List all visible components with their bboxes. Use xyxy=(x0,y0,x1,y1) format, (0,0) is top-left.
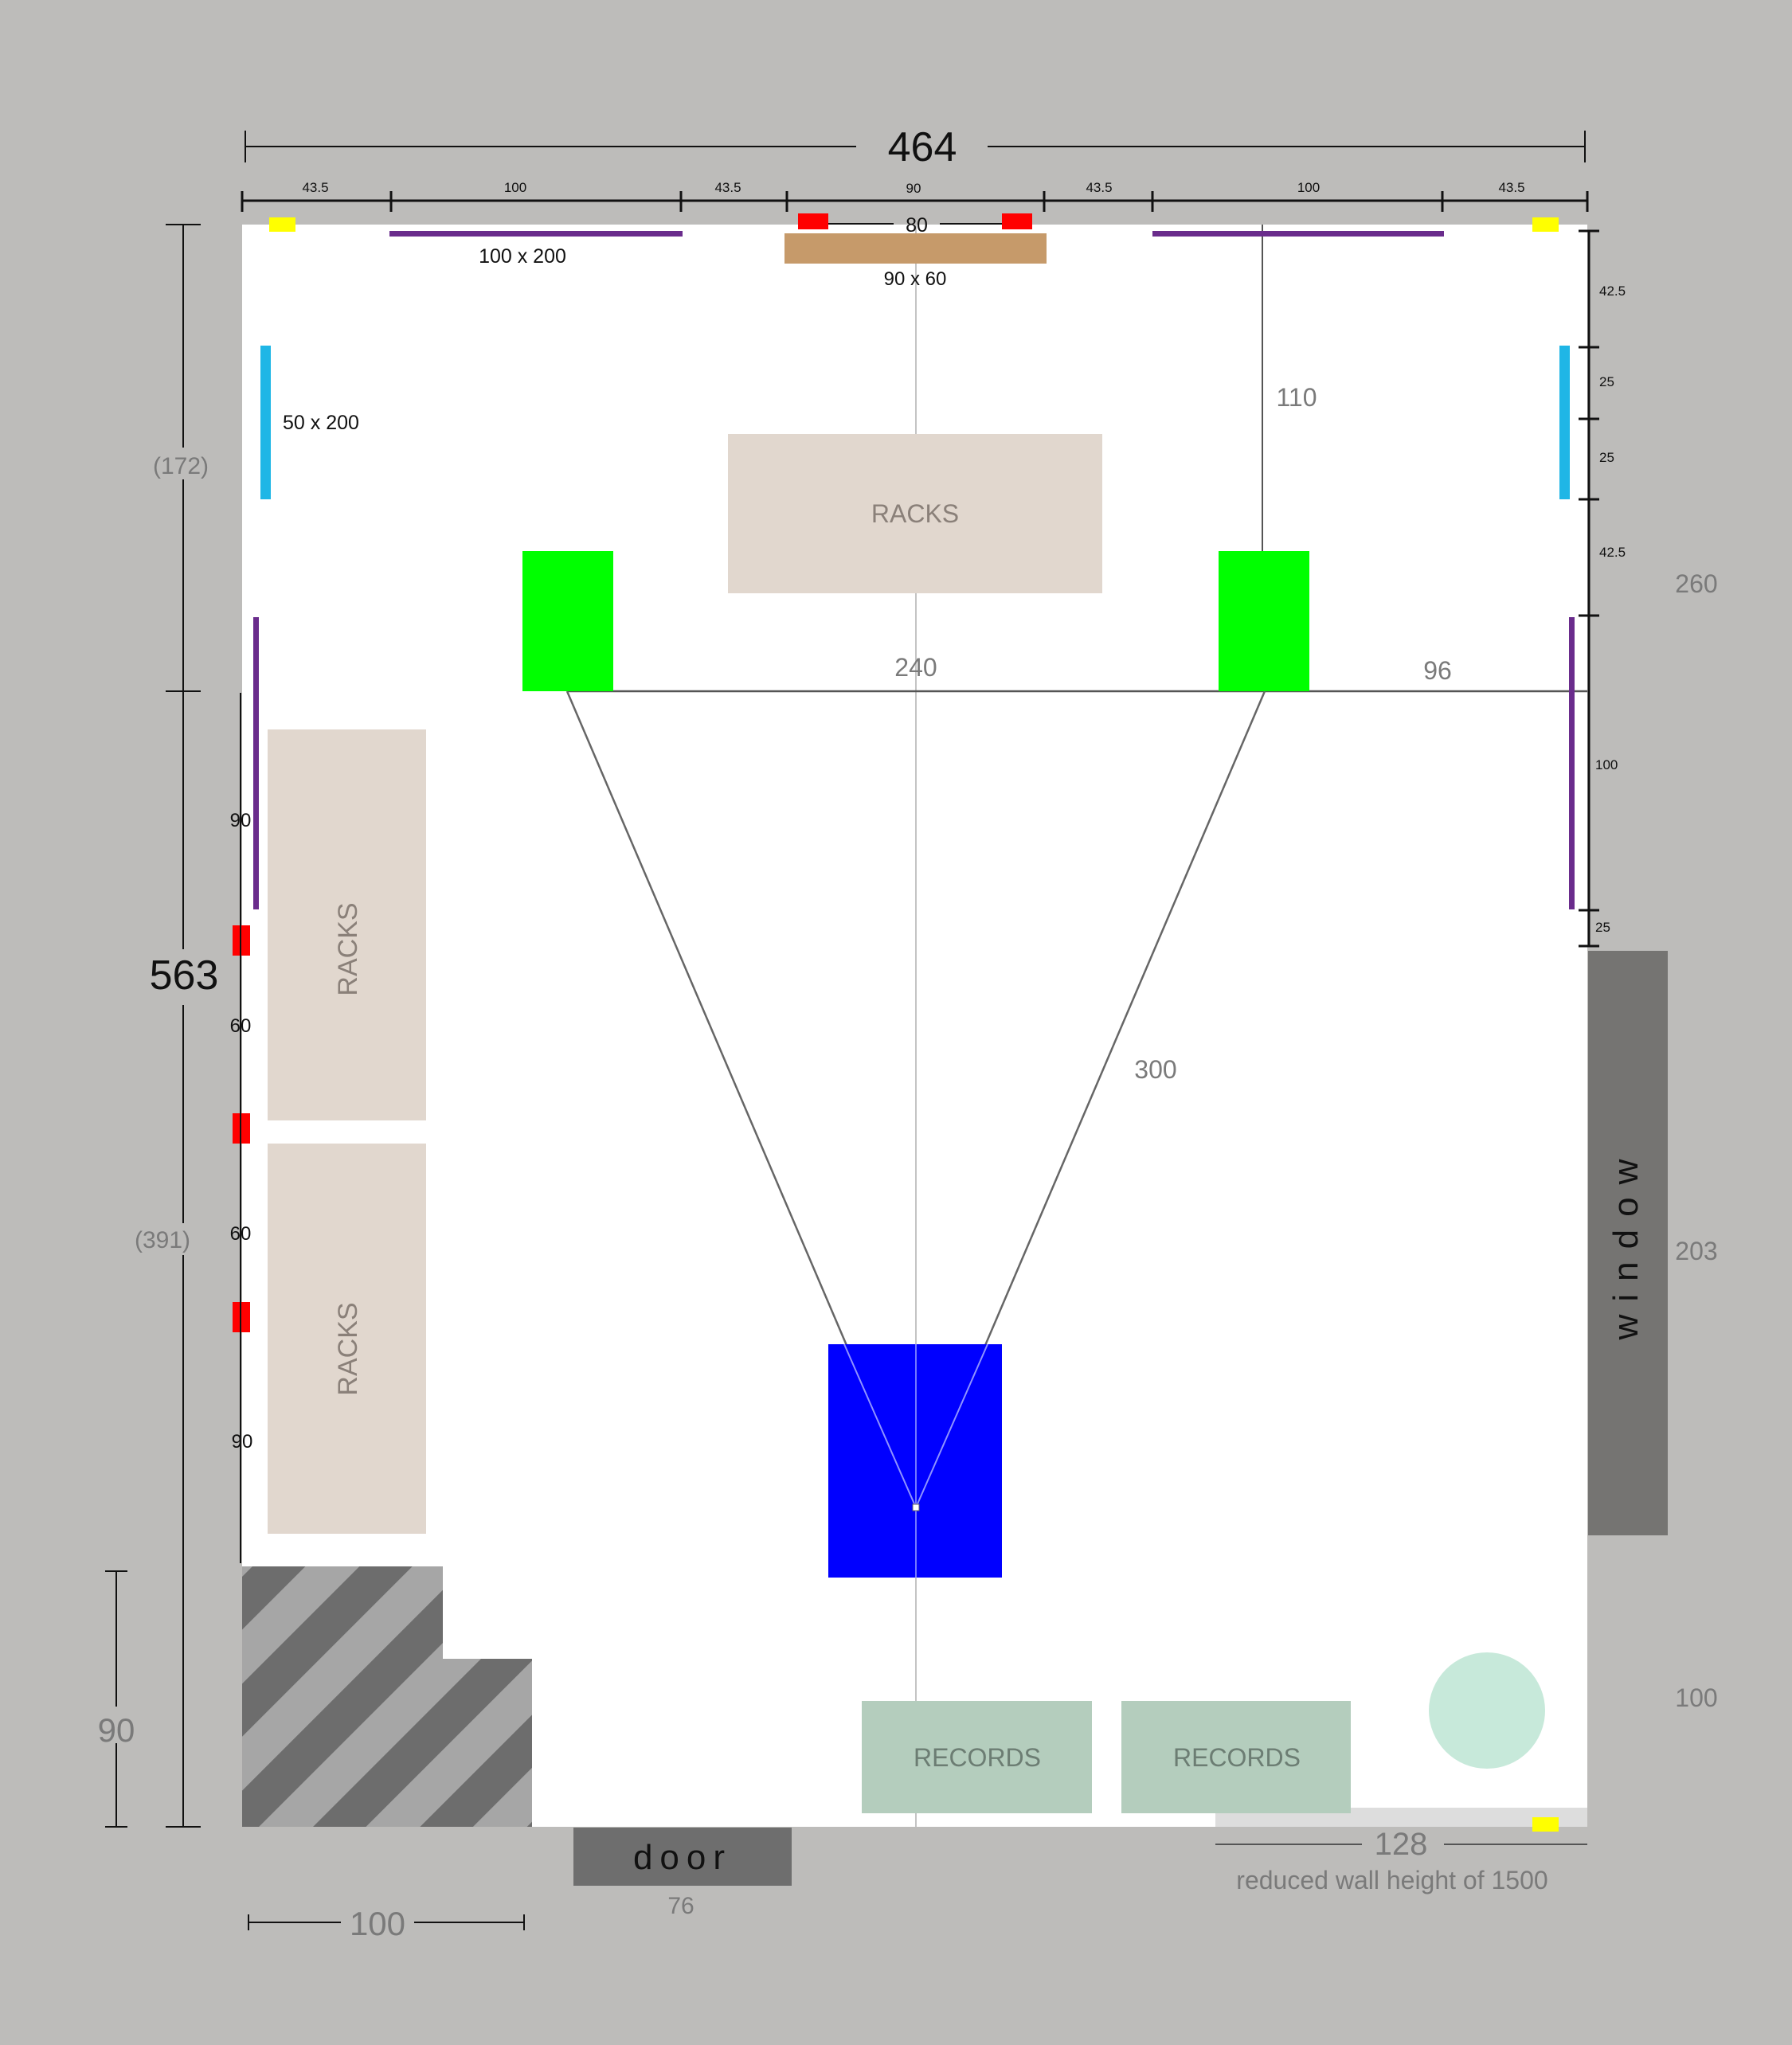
left-upper-label-bg xyxy=(143,448,223,479)
plant xyxy=(1429,1652,1545,1769)
desk xyxy=(784,233,1047,264)
rack-left-2 xyxy=(268,1144,426,1534)
door xyxy=(573,1828,792,1886)
outlet-spacing-label: 80 xyxy=(906,214,928,237)
outlet-top-left xyxy=(798,213,828,229)
stair-width-label: 100 xyxy=(350,1905,405,1942)
records-1-label: RECORDS xyxy=(914,1743,1041,1772)
seat-triangle-right xyxy=(915,1343,988,1508)
speaker-to-front-label: 110 xyxy=(1276,383,1317,412)
listening-point-marker xyxy=(912,1503,920,1511)
door-width-label: 76 xyxy=(667,1893,694,1919)
low-wall-width-label: 128 xyxy=(1375,1827,1428,1862)
left-upper-label: (172) xyxy=(153,453,209,479)
right-segment-label-1: 25 xyxy=(1599,374,1614,389)
right-wall-upper-label: 260 xyxy=(1675,569,1717,598)
seat-triangle-left xyxy=(843,1343,917,1508)
desk-label: 90 x 60 xyxy=(884,268,947,290)
panel-cyan-left xyxy=(260,346,271,499)
rack-left-1 xyxy=(268,729,426,1120)
panel-cyan-right xyxy=(1559,346,1570,499)
panel-left-wall xyxy=(253,617,259,909)
rack-front xyxy=(728,434,1102,593)
left-outlet-gap-2: 60 xyxy=(230,1223,252,1245)
rack-front-label: RACKS xyxy=(871,499,959,528)
speaker-to-wall-label: 96 xyxy=(1423,656,1452,685)
right-segment-label-4: 100 xyxy=(1595,757,1618,772)
top-segment-label-5: 100 xyxy=(1297,180,1320,195)
left-outlet-gap-0: 90 xyxy=(230,810,252,831)
top-segment-label-6: 43.5 xyxy=(1498,180,1524,195)
window-label: window xyxy=(1606,1147,1645,1341)
total-width-label: 464 xyxy=(888,124,957,170)
left-outlet-gap-1: 60 xyxy=(230,1015,252,1037)
stair-area xyxy=(242,1566,532,1827)
right-segment-label-2: 25 xyxy=(1599,450,1614,465)
outlet-top-right xyxy=(1002,213,1032,229)
top-segment-label-2: 43.5 xyxy=(714,180,741,195)
right-segment-label-0: 42.5 xyxy=(1599,283,1626,299)
top-segment-label-4: 43.5 xyxy=(1086,180,1112,195)
panel-top-left-label: 100 x 200 xyxy=(479,245,566,268)
top-segment-label-1: 100 xyxy=(504,180,526,195)
right-segment-label-3: 42.5 xyxy=(1599,545,1626,560)
panel-right-wall xyxy=(1569,617,1575,909)
light-top-left xyxy=(269,217,295,232)
window xyxy=(1588,951,1668,1535)
rack-left-2-label: RACKS xyxy=(333,1302,363,1395)
speaker-left xyxy=(522,551,613,691)
left-outlet-gap-3: 90 xyxy=(232,1431,253,1453)
right-wall-lower-label: 100 xyxy=(1675,1683,1717,1712)
right-segment-label-5: 25 xyxy=(1595,920,1610,935)
records-1 xyxy=(862,1701,1092,1813)
speaker-spacing-label: 240 xyxy=(894,653,937,682)
listening-seat xyxy=(828,1344,1002,1578)
speaker-right xyxy=(1219,551,1309,691)
rack-left-1-label: RACKS xyxy=(333,902,363,995)
total-depth-label-bg xyxy=(143,949,223,1005)
stair-depth-label: 90 xyxy=(98,1711,135,1749)
left-lower-label-bg xyxy=(143,1223,223,1255)
panel-side-label: 50 x 200 xyxy=(283,412,359,434)
speaker-to-seat-label: 300 xyxy=(1134,1055,1176,1084)
stair-depth-label-bg xyxy=(88,1707,145,1743)
low-wall-note: reduced wall height of 1500 xyxy=(1236,1866,1547,1894)
total-depth-label: 563 xyxy=(150,952,219,999)
top-segment-label-3: 90 xyxy=(906,181,921,196)
right-wall-window-label: 203 xyxy=(1675,1237,1717,1265)
panel-top-left xyxy=(389,231,683,237)
records-2 xyxy=(1121,1701,1351,1813)
light-bottom-right xyxy=(1532,1817,1559,1832)
left-lower-label: (391) xyxy=(135,1227,190,1253)
light-top-right xyxy=(1532,217,1559,232)
door-label: door xyxy=(633,1838,732,1877)
records-2-label: RECORDS xyxy=(1173,1743,1301,1772)
top-segment-label-0: 43.5 xyxy=(302,180,328,195)
panel-top-right xyxy=(1152,231,1444,237)
